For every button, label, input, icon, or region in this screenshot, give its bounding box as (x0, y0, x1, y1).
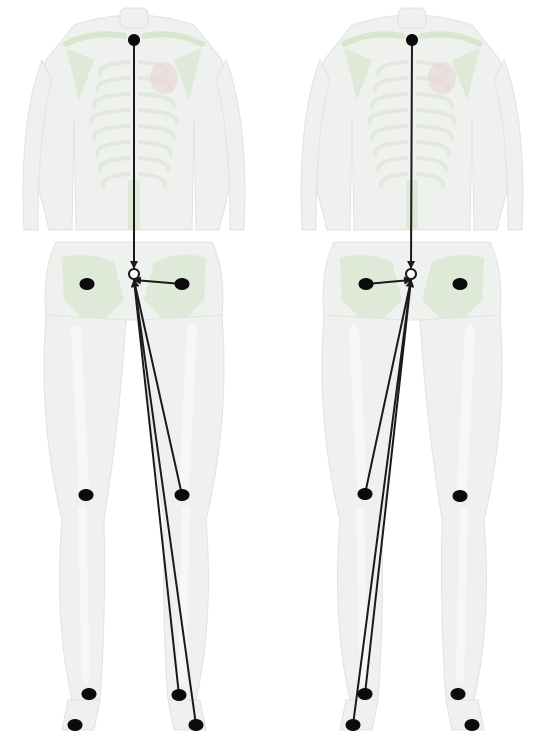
marker-right-knee (175, 489, 190, 501)
center-of-mass-marker (129, 269, 139, 279)
neck-silhouette (120, 8, 148, 28)
marker-left-toe (68, 719, 83, 731)
heart-shape (150, 62, 178, 94)
marker-sternum (406, 34, 418, 46)
marker-left-ankle (82, 688, 97, 700)
right-panel (301, 8, 523, 731)
marker-right-toe (189, 719, 204, 731)
vector-sternum (411, 40, 412, 268)
marker-right-toe (465, 719, 480, 731)
marker-right-iliac (175, 278, 190, 290)
marker-right-ankle (172, 689, 187, 701)
marker-sternum (128, 34, 140, 46)
marker-right-knee (453, 490, 468, 502)
left-panel (23, 8, 245, 731)
center-of-mass-marker (406, 269, 416, 279)
marker-left-knee (79, 489, 94, 501)
marker-left-ankle (358, 688, 373, 700)
heart-shape (428, 62, 456, 94)
marker-left-iliac (359, 278, 374, 290)
marker-right-ankle (451, 688, 466, 700)
marker-left-iliac (80, 278, 95, 290)
marker-right-iliac (453, 278, 468, 290)
neck-silhouette (398, 8, 426, 28)
marker-left-knee (358, 488, 373, 500)
marker-left-toe (346, 719, 361, 731)
